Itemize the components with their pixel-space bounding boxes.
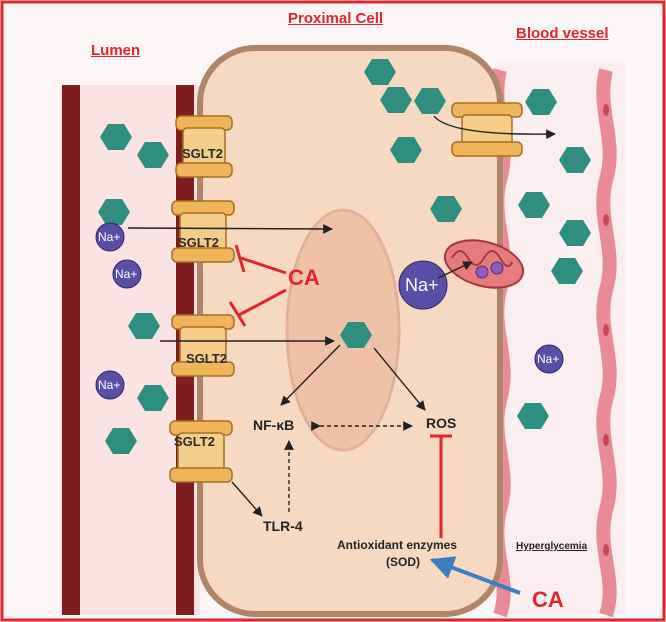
sod-label: (SOD)	[386, 555, 420, 569]
antioxidant-label: Antioxidant enzymes	[337, 538, 458, 552]
sglt2-tlr4-arrow	[231, 481, 263, 517]
sglt2-label-3: SGLT2	[186, 351, 227, 366]
sglt2-label-2: SGLT2	[178, 235, 219, 250]
sglt2-transporter-4	[169, 420, 233, 483]
sodium-to-mito-arrow	[437, 261, 473, 279]
nucleus	[285, 208, 401, 452]
glucose-molecule	[414, 88, 446, 114]
ros-label: ROS	[426, 415, 457, 431]
inhibition-lines	[228, 244, 452, 538]
sodium-label-1: Na+	[98, 230, 121, 244]
glucose-molecule	[518, 192, 550, 218]
glucose-molecule	[525, 89, 557, 115]
sodium-ion	[95, 370, 125, 400]
glucose-molecule	[137, 385, 169, 411]
glucose-molecule	[559, 147, 591, 173]
sodium-ion	[534, 344, 564, 374]
ca-activate-sod-arrow	[429, 556, 521, 595]
proximal-cell-label: Proximal Cell	[288, 10, 384, 27]
glucose-molecule	[551, 258, 583, 284]
glucose-molecule	[105, 428, 137, 454]
sglt2-label-1: SGLT2	[182, 146, 223, 161]
glucose-molecule	[430, 196, 462, 222]
ca-inhibit-sglt2-a	[240, 256, 287, 275]
glucose-molecule	[98, 199, 130, 225]
sodium-label-3: Na+	[98, 378, 121, 392]
glucose-molecule	[128, 313, 160, 339]
endothelium-right	[596, 68, 617, 618]
sodium-ion	[95, 222, 125, 252]
glucose-molecule	[390, 137, 422, 163]
sodium-transport-arrow	[127, 224, 333, 234]
lumen-wall-left	[62, 85, 80, 615]
sodium-ions	[95, 222, 564, 400]
sglt2-transporter-2	[171, 200, 235, 263]
ca-label-bottom: CA	[532, 587, 564, 612]
sglt2-transporter-1	[175, 115, 233, 178]
transport-arrows	[127, 115, 556, 517]
basolateral-transporter	[451, 102, 523, 157]
glucose-molecule	[340, 322, 372, 348]
glucose-molecule	[364, 59, 396, 85]
nfkb-label: NF-κB	[253, 417, 295, 433]
glucose-export-arrow	[433, 115, 556, 140]
sodium-label-4: Na+	[537, 352, 560, 366]
lumen-label: Lumen	[91, 42, 141, 59]
ca-label-top: CA	[288, 265, 320, 290]
blood-vessel-label: Blood vessel	[516, 25, 609, 42]
ca-inhibit-sglt2-b	[238, 288, 287, 317]
glucose-molecule	[559, 220, 591, 246]
glucose-ros-arrow	[373, 347, 426, 411]
hyperglycemia-label: Hyperglycemia	[516, 541, 588, 552]
glucose-molecule	[380, 87, 412, 113]
sodium-ion-large	[398, 260, 448, 310]
sodium-ion	[112, 259, 142, 289]
glucose-molecules	[98, 59, 591, 454]
glucose-molecule	[517, 403, 549, 429]
glucose-molecule	[137, 142, 169, 168]
sglt2-transporter-3	[171, 314, 235, 377]
glucose-molecule	[100, 124, 132, 150]
mitochondrion	[443, 239, 525, 289]
tlr4-label: TLR-4	[263, 518, 303, 534]
sglt2-label-4: SGLT2	[174, 434, 215, 449]
sodium-label-large: Na+	[405, 275, 439, 295]
sodium-label-2: Na+	[115, 267, 138, 281]
glucose-nfkb-arrow	[280, 344, 341, 406]
